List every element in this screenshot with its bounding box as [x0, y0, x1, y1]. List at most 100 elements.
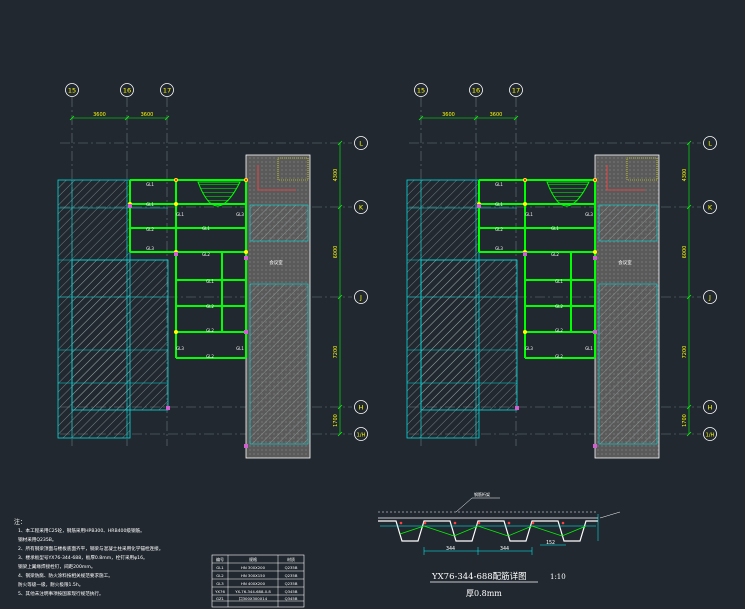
deck-dim-2: 344 [500, 546, 509, 552]
column-marker [128, 204, 132, 208]
table-header: 编号 [216, 556, 224, 562]
beam-label: GL1 [495, 182, 503, 187]
beam-label: GL3 [176, 346, 184, 351]
column-marker [593, 444, 597, 448]
beam-label: GL1 [146, 182, 154, 187]
detail-scale: 1:10 [550, 573, 566, 581]
deck-dim-1: 344 [446, 546, 455, 552]
notes-block: 注： 1、本工程采用C25砼，钢筋采用HPB300、HRB400级钢筋。 钢材采… [14, 518, 163, 597]
table-cell: Q345B [285, 589, 298, 594]
deck-dim-3: 152 [546, 540, 555, 546]
note-line: 5、其他未注明事项按国家现行规范执行。 [18, 590, 104, 597]
axis-label: 17 [512, 87, 520, 95]
column-marker [523, 252, 527, 256]
axis-bubble [414, 83, 428, 97]
column-marker [593, 330, 597, 334]
beam-label: GL2 [206, 304, 214, 309]
dim-top: 3600 [490, 112, 503, 118]
table-header: 规格 [249, 556, 257, 562]
column-marker [477, 204, 481, 208]
axis-label: 1/H [706, 433, 715, 439]
dim-right: 4300 [333, 169, 339, 182]
beam-node [174, 330, 178, 334]
detail-title: YX76-344-688配筋详图 [431, 571, 527, 582]
axis-bubble [354, 290, 368, 304]
table-cell: GL2 [216, 573, 224, 578]
dim-right: 1700 [333, 414, 339, 427]
beam-node [523, 202, 527, 206]
note-line: 2、所有钢梁顶面与楼板底面齐平，钢梁与混凝土柱采用化学锚栓连接。 [18, 545, 163, 552]
truss-rebar [399, 525, 587, 537]
axis-bubble [703, 290, 717, 304]
deck-callout: 钢筋桁架 [474, 491, 490, 497]
axis-label: K [708, 204, 713, 212]
beam-label: GL1 [551, 226, 559, 231]
note-line: 钢梁上翼缘焊接栓钉，间距200mm。 [18, 563, 95, 570]
beam-label: GL1 [525, 212, 533, 217]
beam-label: GL3 [525, 346, 533, 351]
axis-bubble [354, 400, 368, 414]
axis-bubble [354, 427, 368, 441]
slab-opening [546, 181, 590, 207]
dim-top: 3600 [442, 112, 455, 118]
axis-label: H [359, 404, 364, 412]
beam-node [523, 330, 527, 334]
beam-node [593, 250, 597, 254]
beam-label: GL2 [555, 328, 563, 333]
detail-subtitle: 厚0.8mm [466, 589, 502, 598]
dim-right: 1700 [682, 414, 688, 427]
table-cell: GL1 [216, 565, 224, 570]
axis-label: 16 [472, 87, 480, 95]
axis-bubble [703, 200, 717, 214]
axis-bubble [703, 136, 717, 150]
axis-label: 16 [123, 87, 131, 95]
table-cell: HN 300X200 [241, 565, 266, 570]
beam-label: GL1 [495, 202, 503, 207]
axis-label: L [708, 140, 712, 148]
beam-label: GL1 [176, 212, 184, 217]
axis-label: 1/H [357, 433, 366, 439]
table-cell: YX76 [215, 589, 225, 594]
axis-label: H [708, 404, 713, 412]
beam-label: GL2 [206, 328, 214, 333]
beam-label: GL2 [555, 354, 563, 359]
beam-label: GL1 [202, 226, 210, 231]
axis-label: 15 [68, 87, 76, 95]
beam-label: GL2 [202, 252, 210, 257]
table-cell: Q235B [285, 581, 298, 586]
axis-label: 15 [417, 87, 425, 95]
beam-label: GL1 [146, 202, 154, 207]
axis-label: J [708, 294, 711, 302]
axis-bubble [703, 400, 717, 414]
dim-right: 6000 [333, 246, 339, 259]
beam-label: GL1 [236, 346, 244, 351]
column-marker [174, 252, 178, 256]
beam-node [174, 202, 178, 206]
wall-block-left-2 [71, 259, 169, 411]
axis-bubble [509, 83, 523, 97]
axis-bubble [469, 83, 483, 97]
column-marker [166, 406, 170, 410]
axis-bubble [65, 83, 79, 97]
deck-detail: 钢筋桁架 344 344 152 YX76-344-688配筋详图 1:10 厚… [378, 491, 621, 598]
axis-bubble [703, 427, 717, 441]
axis-bubble [354, 136, 368, 150]
note-line: 钢材采用Q235B。 [18, 536, 57, 543]
axis-label: L [359, 140, 363, 148]
axis-label: 17 [163, 87, 171, 95]
note-line: 防火等级一级，耐火极限1.5h。 [18, 581, 83, 588]
beam-label: GL2 [206, 354, 214, 359]
table-cell: HN 300X150 [241, 573, 266, 578]
deck-profile [378, 520, 598, 542]
beam-label: GL1 [555, 279, 563, 284]
dim-right: 6000 [682, 246, 688, 259]
column-marker [515, 406, 519, 410]
dim-top: 3600 [141, 112, 154, 118]
table-cell: GL3 [216, 581, 224, 586]
table-header: 材质 [287, 556, 295, 562]
axis-bubble [160, 83, 174, 97]
dim-right: 7200 [333, 346, 339, 359]
